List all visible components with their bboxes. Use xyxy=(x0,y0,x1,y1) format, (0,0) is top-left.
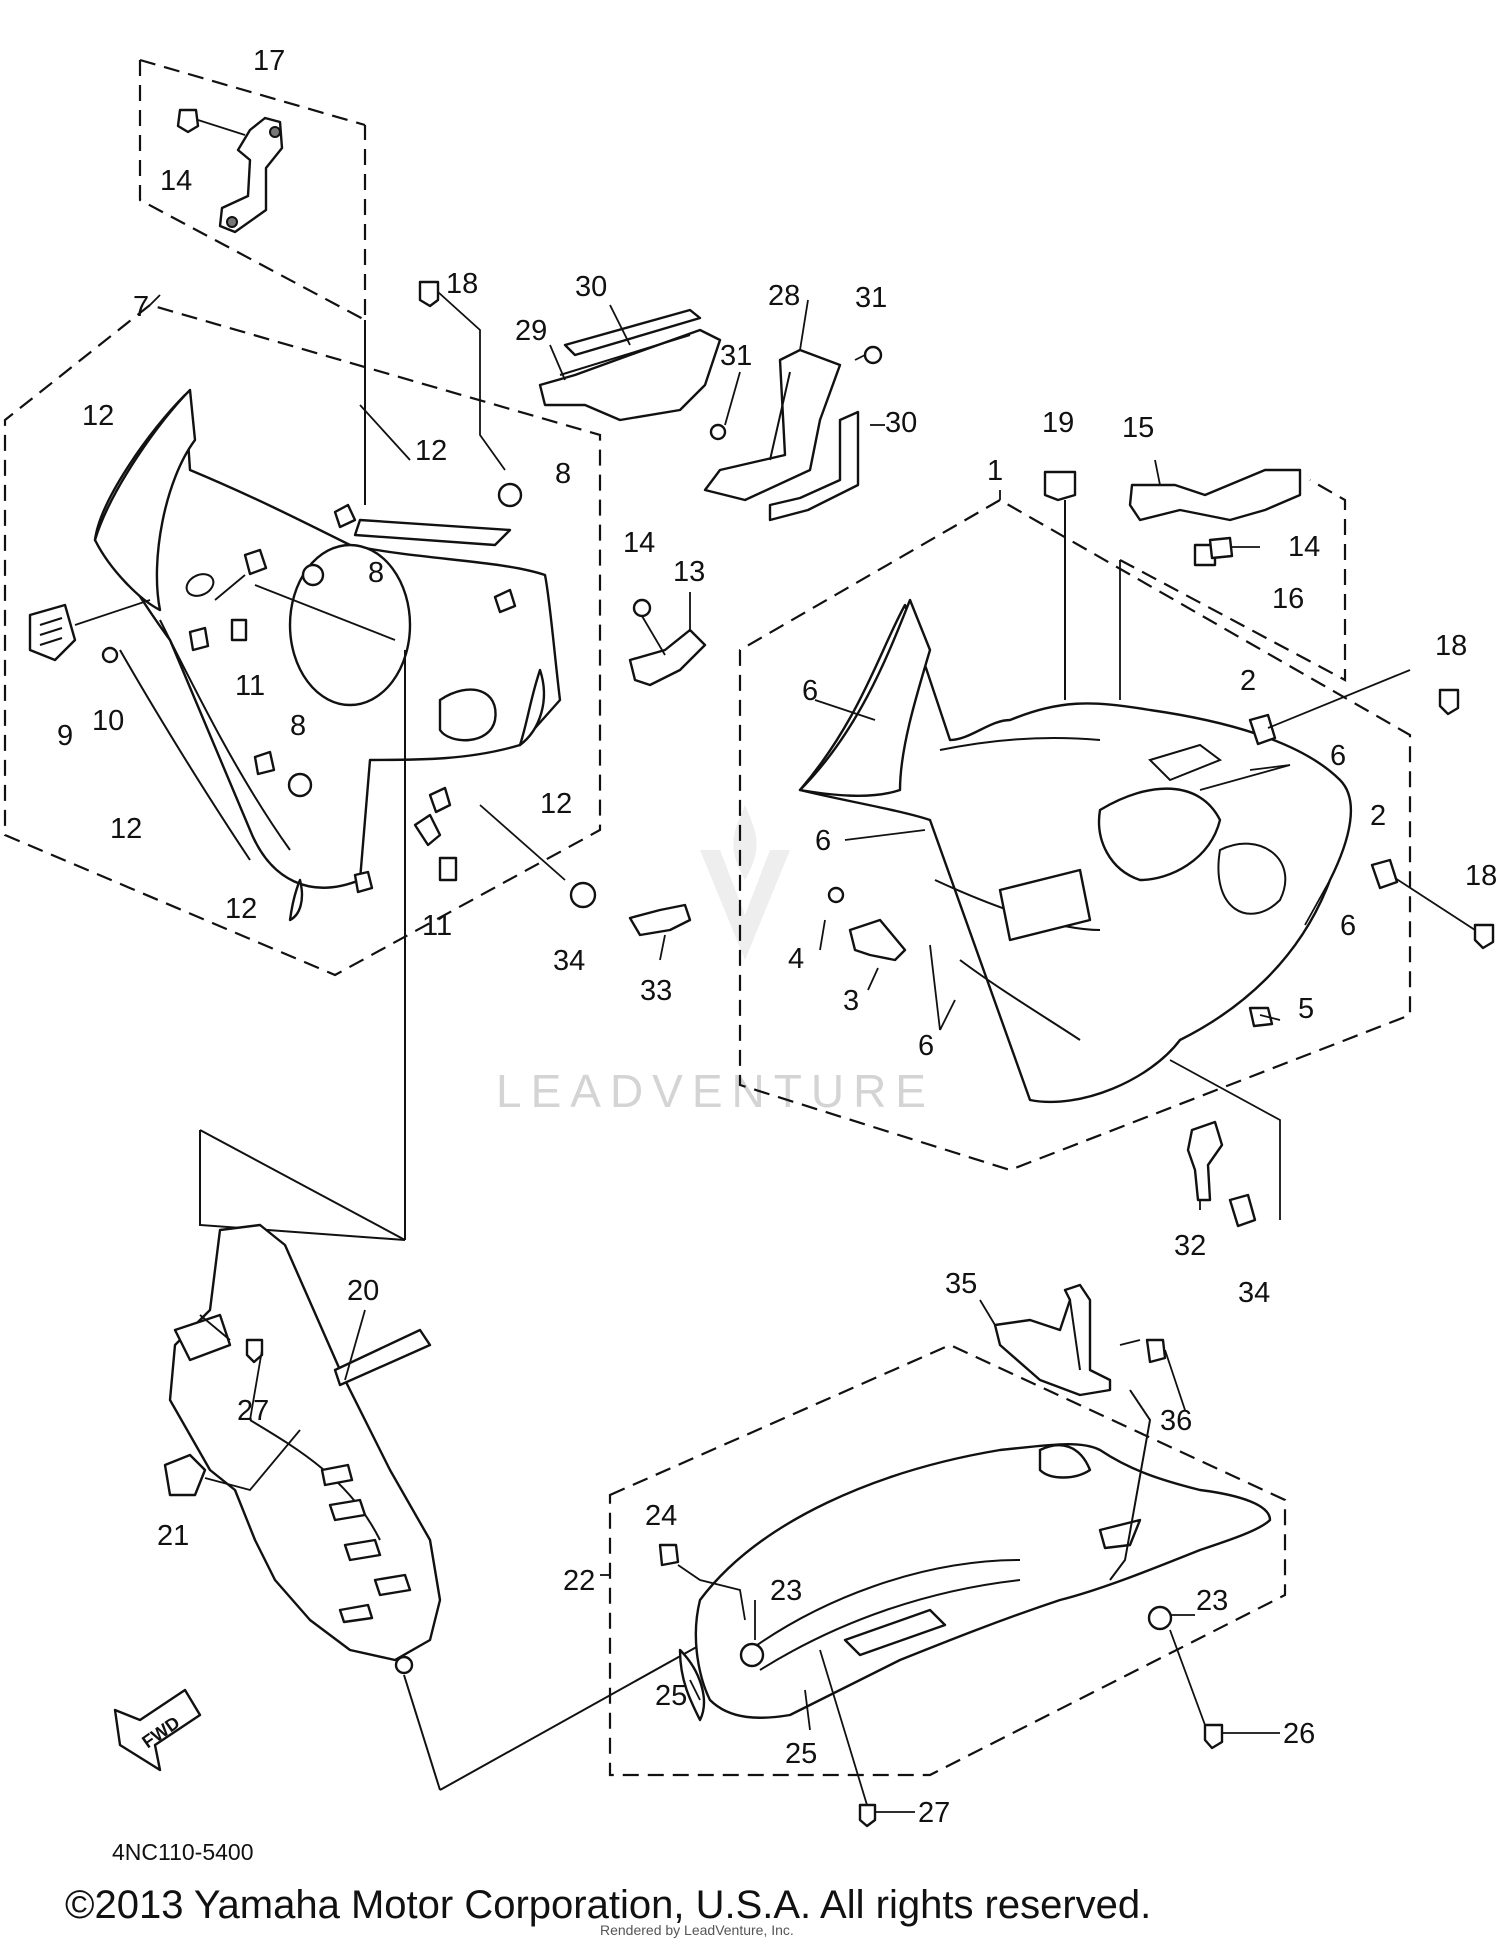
side-cowling-1-group xyxy=(738,490,1495,1172)
callout: 25 xyxy=(785,1738,817,1770)
callout: 33 xyxy=(640,975,672,1007)
callout: 12 xyxy=(540,788,572,820)
callout: 13 xyxy=(673,556,705,588)
callout: 16 xyxy=(1272,583,1304,615)
callout: 27 xyxy=(918,1797,950,1829)
callout: 11 xyxy=(422,910,452,942)
callout: 36 xyxy=(1160,1405,1192,1437)
callout: 31 xyxy=(720,340,752,372)
callout: 9 xyxy=(57,720,73,752)
callout: 6 xyxy=(1340,910,1356,942)
forward-direction-arrow: FWD xyxy=(113,1688,202,1772)
callout: 18 xyxy=(1435,630,1467,662)
callout: 28 xyxy=(768,280,800,312)
watermark-logo xyxy=(700,805,790,960)
bracket-33-group xyxy=(569,881,692,961)
diagram-code: 4NC110-5400 xyxy=(112,1839,254,1865)
callout-labels: 17 14 18 30 29 28 31 31 30 7 12 12 8 8 1… xyxy=(57,45,1497,1829)
callout: 29 xyxy=(515,315,547,347)
callout: 18 xyxy=(1465,860,1497,892)
callout: 6 xyxy=(815,825,831,857)
callout: 15 xyxy=(1122,412,1154,444)
bracket-32-group xyxy=(1169,1059,1281,1228)
screw-18-upper-left xyxy=(418,280,523,508)
lower-cowling-22-group xyxy=(600,1283,1287,1828)
callout: 20 xyxy=(347,1275,379,1307)
callout: 34 xyxy=(553,945,585,977)
callout: 7 xyxy=(133,291,149,323)
callout: 26 xyxy=(1283,1718,1315,1750)
callout: 1 xyxy=(987,455,1003,487)
callout: 14 xyxy=(160,165,192,197)
callout: 8 xyxy=(290,710,306,742)
lower-cowling-20-group xyxy=(163,1223,746,1791)
bracket-15-group xyxy=(1043,459,1347,700)
callout: 12 xyxy=(110,813,142,845)
callout: 30 xyxy=(885,407,917,439)
callout: 4 xyxy=(788,943,804,975)
callout: 6 xyxy=(918,1030,934,1062)
callout: 34 xyxy=(1238,1277,1270,1309)
callout: 14 xyxy=(623,527,655,559)
callout: 5 xyxy=(1298,993,1314,1025)
rendered-by-note: Rendered by LeadVenture, Inc. xyxy=(600,1922,794,1938)
callout: 18 xyxy=(446,268,478,300)
callout: 8 xyxy=(555,458,571,490)
callout: 31 xyxy=(855,282,887,314)
callout: 12 xyxy=(82,400,114,432)
callout: 35 xyxy=(945,1268,977,1300)
callout: 10 xyxy=(92,705,124,737)
callout: 17 xyxy=(253,45,285,77)
callout: 2 xyxy=(1240,665,1256,697)
watermark-text: LEADVENTURE xyxy=(496,1065,935,1117)
callout: 6 xyxy=(802,675,818,707)
callout: 24 xyxy=(645,1500,677,1532)
reference-line xyxy=(199,1129,406,1241)
callout: 6 xyxy=(1330,740,1346,772)
bracket-13-group xyxy=(628,592,707,687)
callout: 3 xyxy=(843,985,859,1017)
callout: 23 xyxy=(1196,1585,1228,1617)
callout: 14 xyxy=(1288,531,1320,563)
callout: 22 xyxy=(563,1565,595,1597)
callout: 27 xyxy=(237,1395,269,1427)
front-upper-cowling-7-group xyxy=(3,294,602,977)
callout: 19 xyxy=(1042,407,1074,439)
callout: 2 xyxy=(1370,800,1386,832)
callout: 21 xyxy=(157,1520,189,1552)
callout: 11 xyxy=(235,670,265,702)
callout: 12 xyxy=(225,893,257,925)
callout: 23 xyxy=(770,1575,802,1607)
callout: 25 xyxy=(655,1680,687,1712)
callout: 30 xyxy=(575,271,607,303)
copyright-notice: ©2013 Yamaha Motor Corporation, U.S.A. A… xyxy=(65,1883,1151,1927)
stay-bracket-17-group xyxy=(138,58,367,322)
inner-panel-29-30-group xyxy=(538,304,722,422)
callout: 8 xyxy=(368,557,384,589)
callout: 32 xyxy=(1174,1230,1206,1262)
reference-line xyxy=(199,1130,406,1241)
bracket-28-group xyxy=(703,299,885,522)
callout: 12 xyxy=(415,435,447,467)
